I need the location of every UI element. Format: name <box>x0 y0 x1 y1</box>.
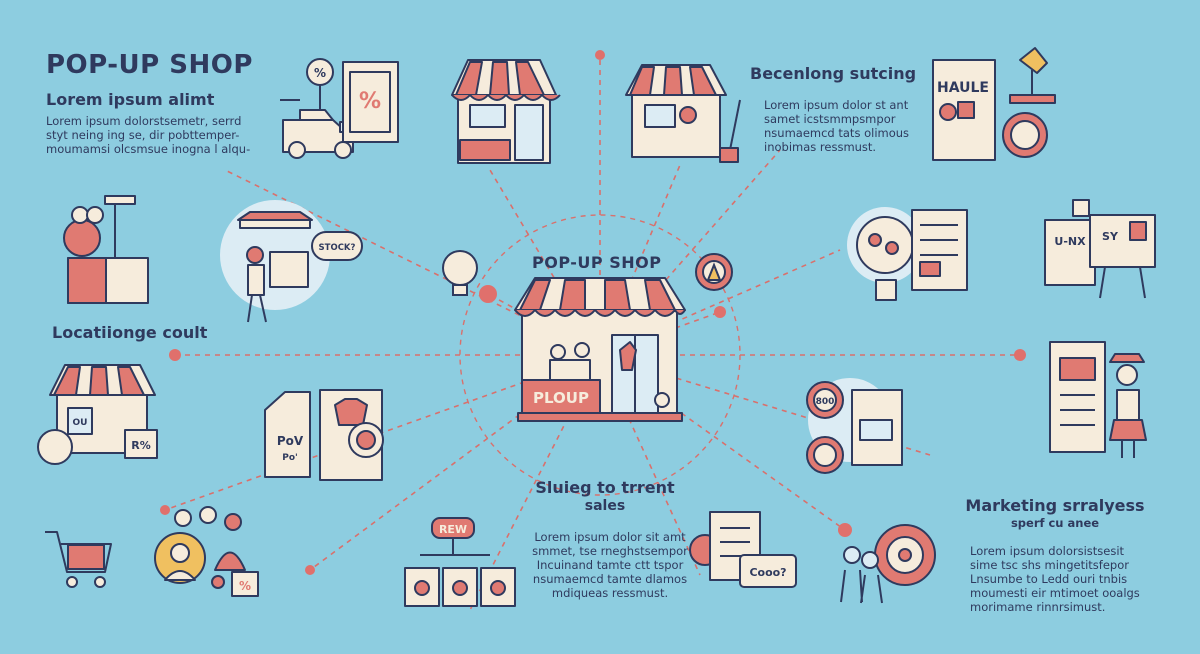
board-text: U-NX <box>1054 235 1086 248</box>
board-sign: SY <box>1102 230 1119 243</box>
bottom-center-body-2: smmet, tse rneghstsempor <box>532 544 688 558</box>
billboard-text: % <box>359 89 381 114</box>
top-left-subtitle: Lorem ipsum alimt <box>46 90 215 109</box>
bottom-right-body-5: morimame rinnrsimust. <box>970 600 1106 614</box>
speech-cooo-text: Cooo? <box>749 566 786 579</box>
node-dots <box>160 50 1026 575</box>
gears-document-icon <box>806 378 903 474</box>
people-group-icon <box>154 506 259 597</box>
top-left-body-3: moumamsi olcsmsue inogna l alqu- <box>46 142 251 156</box>
presentation-board-icon <box>1044 199 1156 299</box>
bottom-right-body-2: sime tsc shs mingetitsfepor <box>970 558 1129 572</box>
market-clock-icon <box>37 364 158 465</box>
bottom-right-title: Marketing srralyess <box>965 496 1145 515</box>
people-badge-text: % <box>239 579 251 593</box>
stall-box-text: R% <box>131 439 151 452</box>
market-stall-icon <box>625 64 741 163</box>
price-tag-icon <box>264 389 384 481</box>
van-badge-text: % <box>314 66 326 80</box>
center-shop-sign: PLOUP <box>533 389 589 407</box>
center-shop-icon <box>514 277 686 422</box>
gear-badge-text: 800 <box>816 397 835 407</box>
shopkeeper-icon <box>220 200 363 323</box>
crates-icon <box>404 517 516 607</box>
speech-bubble-text: STOCK? <box>319 243 356 253</box>
bottom-center-body-1: Lorem ipsum dolor sit amt <box>534 530 686 544</box>
bottom-right-body-1: Lorem ipsum dolorsistsesit <box>970 544 1125 558</box>
gear-cone-icon <box>695 253 733 291</box>
top-right-body-2: samet icstsmmpsmpor <box>764 112 896 126</box>
bottom-right-body-4: moumesti eir mtimoet ooalgs <box>970 586 1140 600</box>
bottom-center-body-4: nsumaemcd tamte dlamos <box>532 572 688 586</box>
bottom-right-subtitle: sperf cu anee <box>1010 516 1100 530</box>
shopping-cart-icon <box>45 531 112 588</box>
price-tag-text: PoV <box>277 434 304 448</box>
price-tag-sub: Po' <box>282 453 298 463</box>
documents-speech-icon <box>689 511 797 588</box>
bottom-center-body-5: mdiqueas ressmust. <box>551 586 669 600</box>
top-right-body-4: inobimas ressmust. <box>764 140 877 154</box>
billboard-icon <box>342 61 399 143</box>
team-gear-icon <box>840 524 936 604</box>
magnifier-checklist-icon <box>847 207 968 301</box>
stall-banner-text: OU <box>73 418 88 428</box>
top-right-body-1: Lorem ipsum dolor st ant <box>764 98 909 112</box>
gift-box-icon <box>63 195 149 304</box>
bottom-center-body-3: Incuinand tamte ctt tspor <box>536 558 684 572</box>
top-left-body-1: Lorem ipsum dolorstsemetr, serrd <box>46 114 242 128</box>
left-label: Locatiionge coult <box>52 323 208 342</box>
bottom-center-title-1: Sluieg to trrent <box>535 478 675 497</box>
bottom-center-title-2: sales <box>584 498 626 514</box>
hub-ring <box>459 214 741 496</box>
top-right-title: Becenlong sutcing <box>750 64 917 83</box>
storefront-icon <box>451 59 561 164</box>
delivery-van-icon <box>280 58 354 159</box>
flyer-icon <box>932 47 1056 161</box>
bottom-right-body-3: Lnsumbe to Ledd ouri tnbis <box>970 572 1128 586</box>
woman-poster-icon <box>1049 341 1147 458</box>
lightbulb-icon <box>442 250 478 296</box>
top-left-body-2: styt neing ing se, dir pobttemper- <box>46 128 240 142</box>
top-right-body-3: nsumaemcd tats olimous <box>764 126 910 140</box>
center-title: POP-UP SHOP <box>532 253 662 272</box>
top-left-title: POP-UP SHOP <box>46 50 253 80</box>
crate-sign-text: REW <box>439 523 467 536</box>
flyer-title: HAULE <box>937 80 989 96</box>
